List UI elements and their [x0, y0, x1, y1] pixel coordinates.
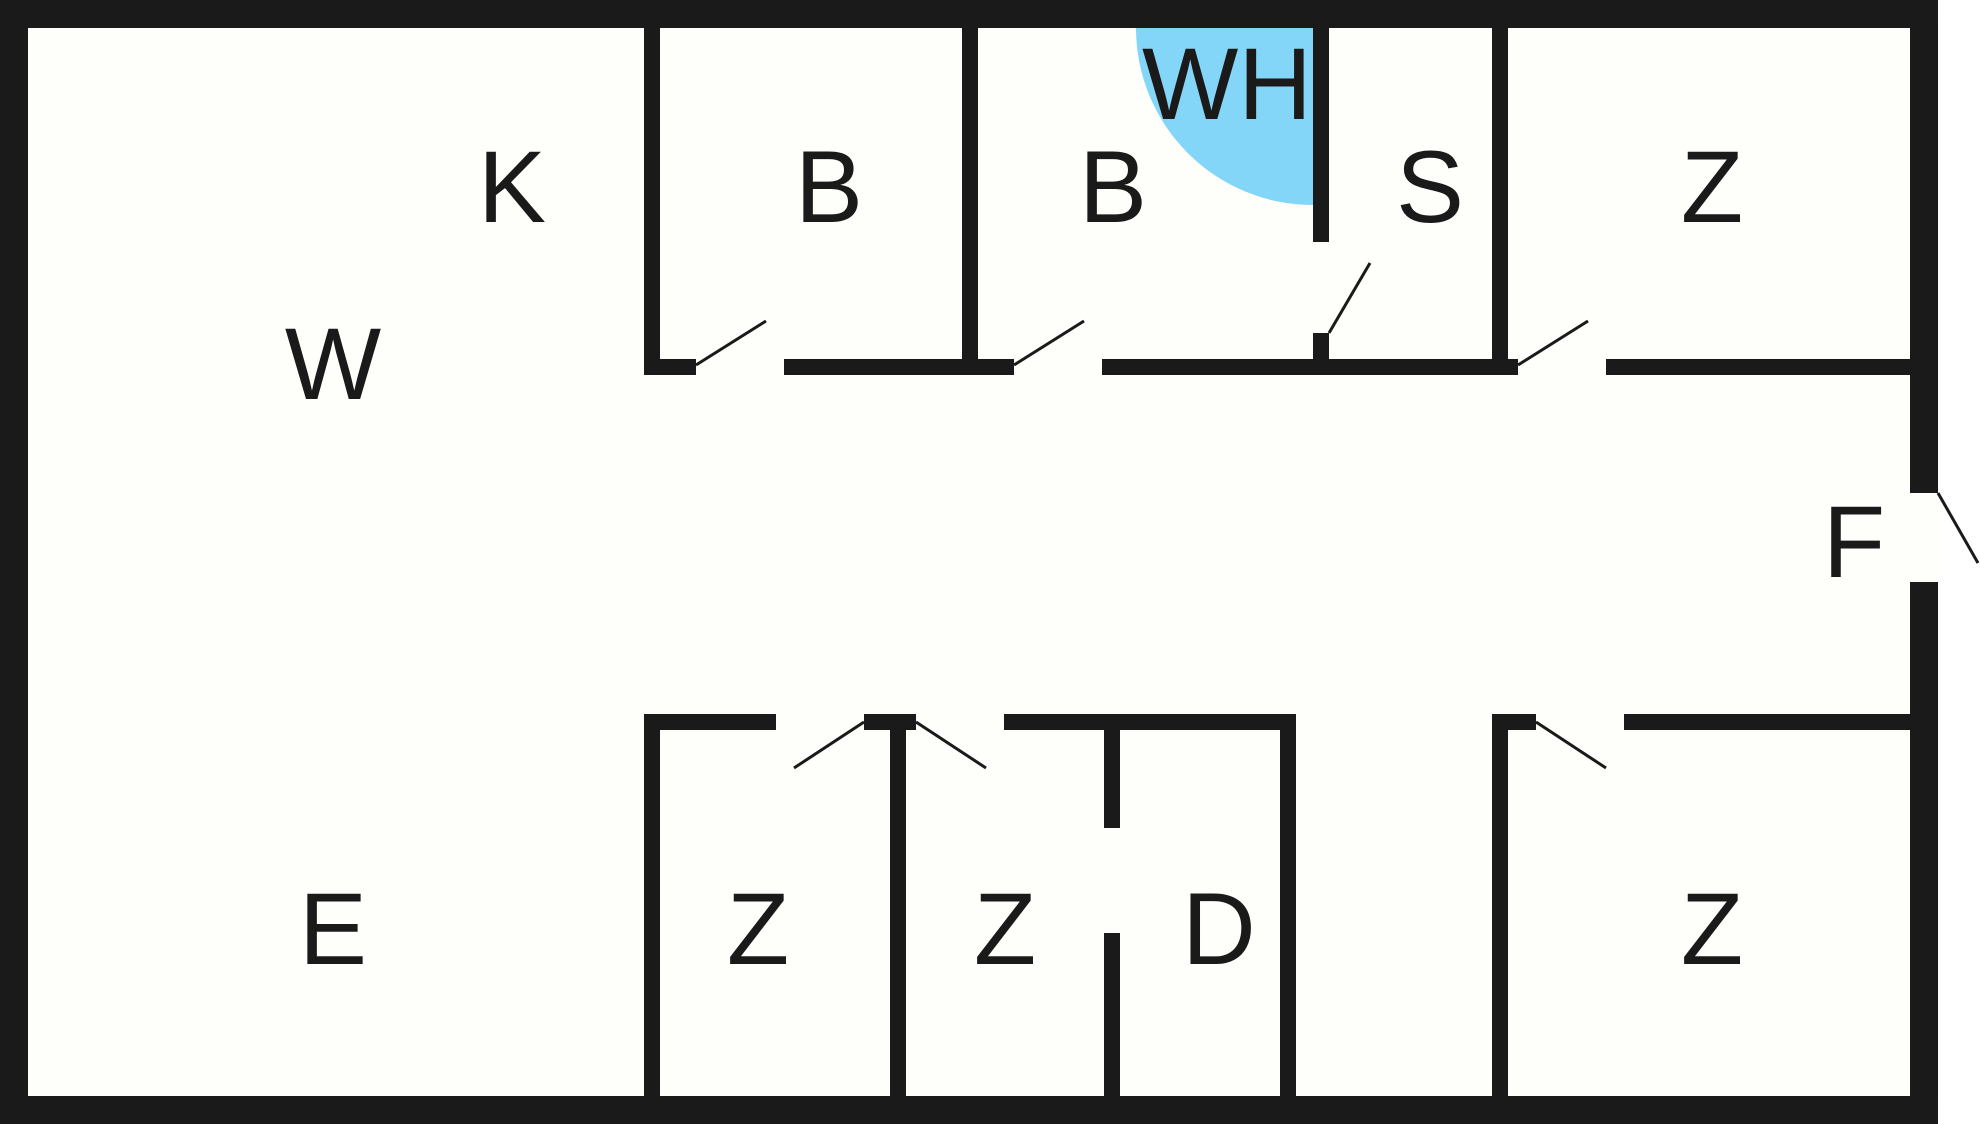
door-entrance	[1936, 492, 1980, 564]
room-label-shower: D	[1182, 872, 1256, 986]
room-label-bath-2: B	[1079, 130, 1147, 244]
water-heater-symbol	[1136, 28, 1313, 205]
room-label-living: W	[285, 307, 381, 421]
room-label-storage: S	[1396, 130, 1464, 244]
room-labels: K W E B B WH S Z F Z Z D Z	[285, 27, 1885, 986]
room-label-room-bottom-right: Z	[1681, 872, 1743, 986]
door-room-top-right	[1517, 319, 1589, 367]
door-room-bottom-2	[915, 720, 987, 770]
room-label-water-heater: WH	[1142, 27, 1312, 141]
floor-area	[20, 20, 1940, 1100]
room-label-hall: F	[1823, 485, 1885, 599]
room-label-dining: E	[299, 872, 367, 986]
door-bath-1	[695, 319, 767, 367]
room-label-kitchen: K	[478, 130, 546, 244]
door-storage	[1327, 262, 1372, 334]
interior-walls	[644, 20, 1920, 1104]
room-label-room-bottom-1: Z	[727, 872, 789, 986]
outer-walls	[0, 0, 1938, 1124]
door-room-bottom-1	[793, 720, 865, 770]
room-label-bath-1: B	[795, 130, 863, 244]
door-swings	[695, 262, 1980, 770]
room-label-room-bottom-2: Z	[974, 872, 1036, 986]
door-bath-2	[1013, 319, 1085, 367]
room-label-room-top-right: Z	[1681, 130, 1743, 244]
door-room-bottom-right	[1535, 720, 1607, 770]
